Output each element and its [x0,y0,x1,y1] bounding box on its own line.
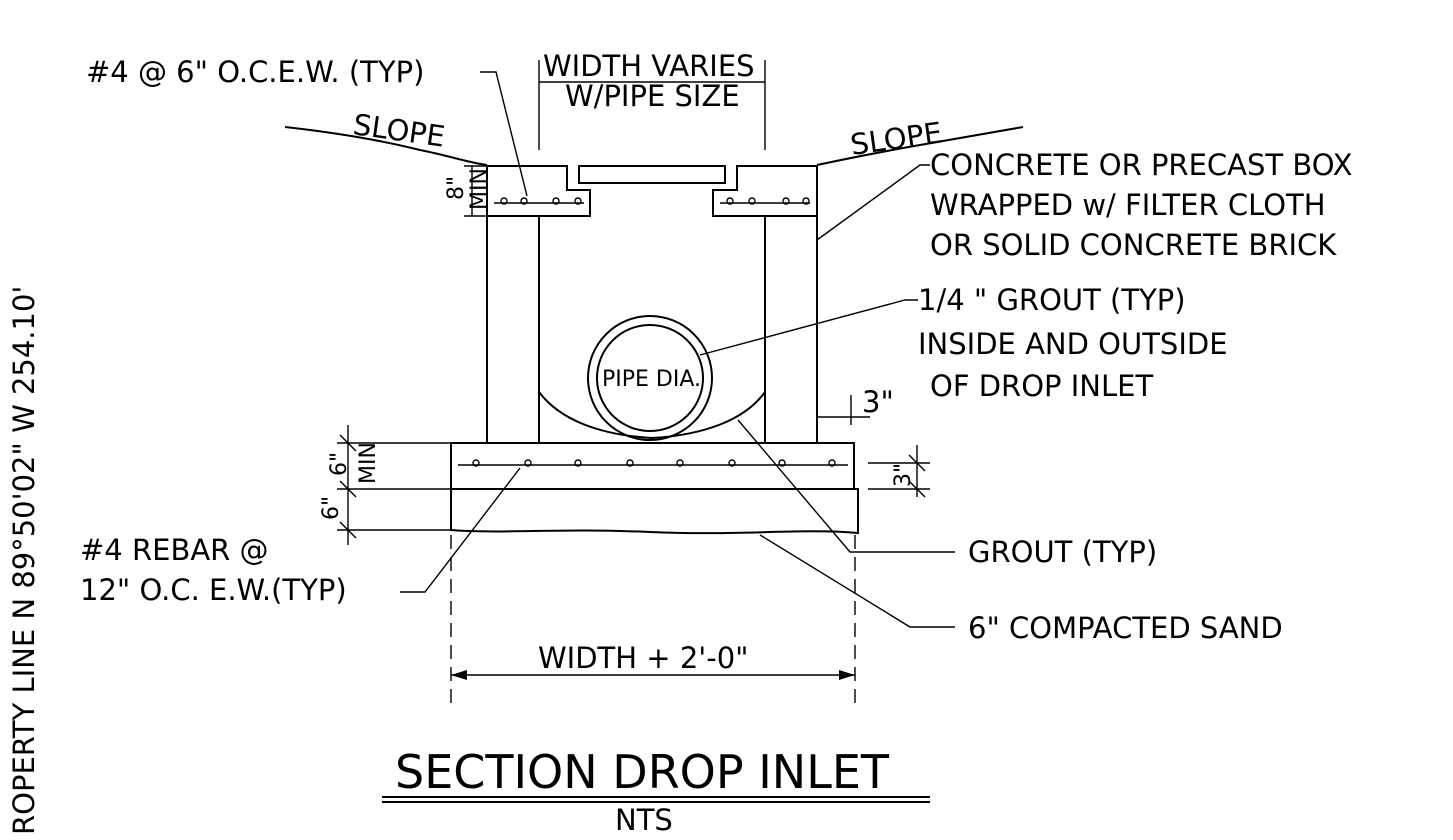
grout-fill [538,388,766,444]
wall-right [764,215,818,444]
sand-layer [450,488,859,535]
drawing-scale: NTS [615,803,673,835]
box-label-2: WRAPPED w/ FILTER CLOTH [930,188,1326,222]
rebar-label-1: #4 REBAR @ [80,533,269,567]
width-varies-label: WIDTH VARIES [543,49,755,83]
box-label-3: OR SOLID CONCRETE BRICK [930,228,1337,262]
pipe-dia-label: PIPE DIA. [602,367,701,392]
top-min-text: MIN [467,168,492,210]
grate [578,165,726,184]
grout-label-1: 1/4 " GROUT (TYP) [918,283,1186,317]
wall-left [486,215,540,444]
top-min-dim: 8" [444,176,469,200]
grout-typ-label: GROUT (TYP) [968,535,1157,569]
slab-min-text: MIN [356,442,381,484]
rebar-label-2: 12" O.C. E.W.(TYP) [80,573,347,607]
pipe-outer [587,315,713,441]
sand-dim: 6" [319,496,344,520]
box-label-1: CONCRETE OR PRECAST BOX [930,148,1353,182]
base-slab [450,442,855,490]
width-plus-label: WIDTH + 2'-0" [538,641,749,675]
property-line-text: ROPERTY LINE N 89°50'02" W 254.10' [7,286,41,835]
top-slab-left [486,165,591,217]
top-slab-right [712,165,818,217]
slab-dim: 6" [327,452,352,476]
ground-line-right [816,126,1024,166]
ground-line-left [284,126,488,166]
drawing-title: SECTION DROP INLET [395,745,890,799]
rebar-cover-dim: 3" [891,463,916,487]
sand-label: 6" COMPACTED SAND [968,611,1283,645]
pipe-size-label: W/PIPE SIZE [565,79,740,113]
grout-label-3: OF DROP INLET [930,369,1153,403]
top-rebar-label: #4 @ 6" O.C.E.W. (TYP) [86,55,424,89]
grout-label-2: INSIDE AND OUTSIDE [918,327,1228,361]
pipe-inner [596,324,704,432]
wall-dim: 3" [862,385,894,419]
slope-left-label: SLOPE [351,107,447,153]
